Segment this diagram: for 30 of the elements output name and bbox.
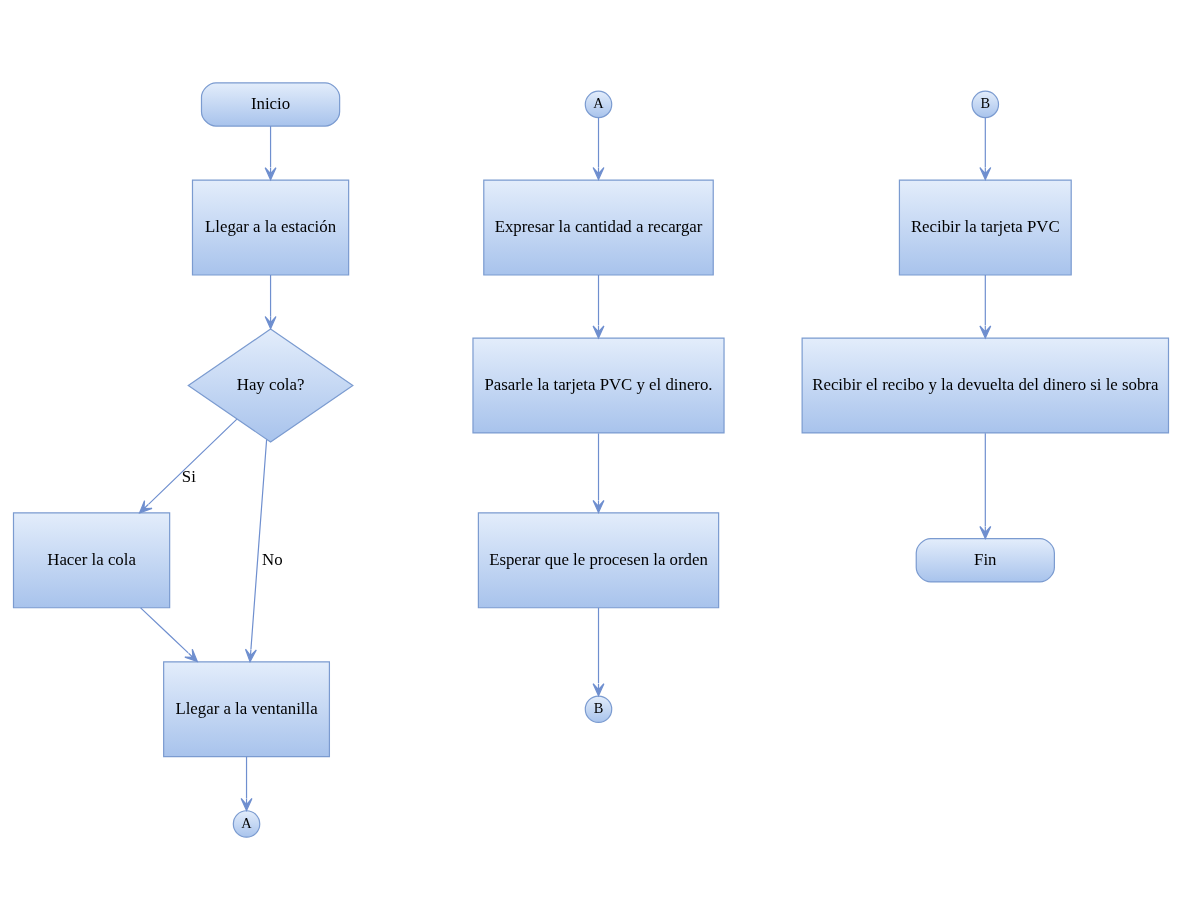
arrow xyxy=(240,755,253,811)
node-box: Hacer la cola xyxy=(12,511,171,608)
node-circle: B xyxy=(971,90,1000,118)
arrow xyxy=(592,273,605,339)
node-box: Pasarle la tarjeta PVC y el dinero. xyxy=(472,336,725,434)
node-circle: A xyxy=(232,809,261,838)
node-circle: B xyxy=(584,694,613,723)
edge-label: Si xyxy=(181,466,196,486)
node-box: Expresar la cantidad a recargar xyxy=(483,179,714,276)
edge-label: No xyxy=(262,549,283,569)
node-box: Recibir el recibo y la devuelta del dinero si le sobra xyxy=(801,336,1170,434)
arrow xyxy=(140,606,198,662)
arrow xyxy=(592,432,605,513)
arrow xyxy=(592,116,605,180)
arrow xyxy=(979,116,992,180)
arrow xyxy=(244,438,268,662)
arrow xyxy=(264,273,277,329)
arrow xyxy=(139,418,238,513)
node-circle: A xyxy=(584,90,613,118)
arrow xyxy=(979,432,992,539)
node-box: Esperar que le procesen la orden xyxy=(477,511,720,608)
node-box: Inicio xyxy=(200,81,341,127)
node-box: Llegar a la estación xyxy=(191,179,350,276)
node-box: Recibir la tarjeta PVC xyxy=(898,179,1072,276)
arrow xyxy=(264,125,277,180)
node-diamond: Hay cola? xyxy=(187,327,354,443)
node-box: Llegar a la ventanilla xyxy=(163,660,331,757)
arrow xyxy=(979,273,992,339)
node-box: Fin xyxy=(915,537,1055,583)
arrow xyxy=(592,606,605,696)
